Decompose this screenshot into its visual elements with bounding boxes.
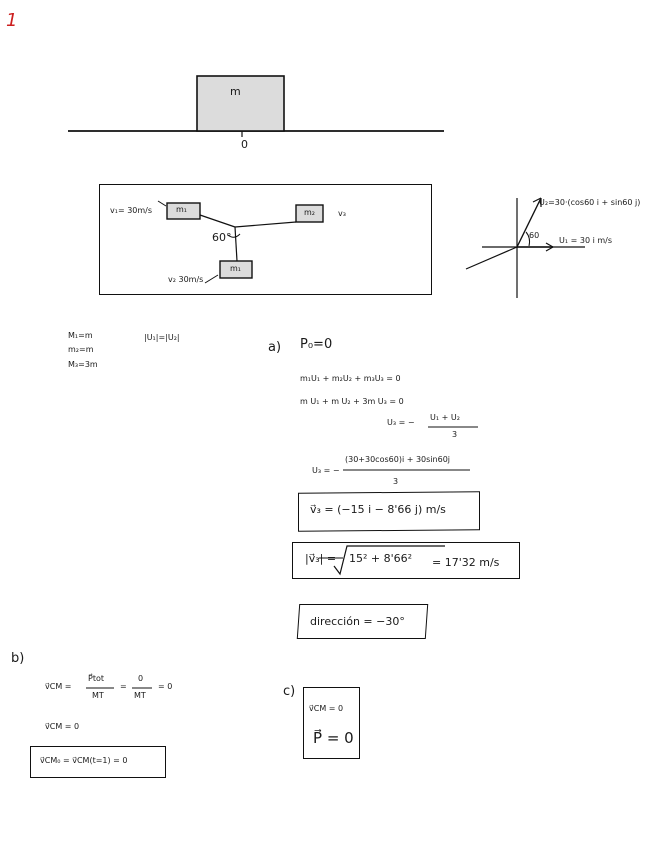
sqrt-sign — [333, 545, 445, 576]
v2-vector — [516, 197, 542, 248]
v2-arrow — [204, 274, 219, 284]
page-number: 1 — [6, 10, 18, 31]
part-a-eq3-lhs: U₃ = − — [387, 418, 415, 427]
part-b-eq1-eq: = — [120, 682, 127, 691]
part-a-eq4-num: (30+30cos60)i + 30sin60j — [345, 455, 450, 464]
mass-2-box — [295, 204, 324, 223]
part-a-label: a) — [268, 340, 282, 355]
angle-arc — [227, 233, 241, 238]
part-a-p0: P₀=0 — [300, 337, 333, 352]
axes-v2-label: U₂=30·(cos60 i + sin60 j) — [539, 198, 641, 207]
part-b-eq1-rhs: = 0 — [158, 682, 173, 691]
part-b-frac1-num: P⃗tot — [88, 674, 104, 683]
part-a-eq4-lhs: U₃ = − — [312, 466, 340, 475]
part-a-eq1: m₁U₁ + m₂U₂ + m₃U₃ = 0 — [300, 374, 401, 383]
given-m3: M₃=3m — [68, 360, 98, 369]
collision-frame — [99, 184, 432, 295]
collision-angle-label: 60° — [212, 231, 232, 244]
v1-arrowhead — [545, 242, 554, 252]
part-b-frac1-den: MT — [92, 691, 104, 700]
result-modulus-box — [292, 542, 520, 579]
given-m1: M₁=m — [68, 331, 93, 340]
result-modulus-radicand: 15² + 8'66² — [349, 552, 413, 565]
result-modulus-lhs: |v⃗₃| = — [305, 552, 337, 565]
result-v3: v⃗₃ = (−15 i − 8'66 j) m/s — [310, 503, 446, 516]
block-label: m — [230, 85, 241, 98]
line-m1 — [199, 214, 236, 228]
v2-label: v₂ 30m/s — [168, 275, 204, 284]
axes-v1-label: U₁ = 30 i m/s — [559, 236, 612, 245]
part-a-eq4-den: 3 — [393, 477, 399, 486]
result-direction: dirección = −30° — [310, 615, 405, 628]
given-m2: m₂=m — [68, 345, 94, 354]
v3-direction-line — [465, 246, 518, 270]
part-b-frac2-num: 0 — [138, 674, 144, 683]
result-modulus-rhs: = 17'32 m/s — [432, 556, 500, 569]
axes-angle-arc — [525, 231, 531, 247]
part-b-frac2-den: MT — [134, 691, 146, 700]
line-m3 — [234, 226, 238, 262]
line-m2 — [234, 221, 297, 228]
v1-label: v₁= 30m/s — [110, 206, 153, 215]
block — [196, 75, 285, 132]
m1-label: m₁ — [176, 205, 187, 214]
origin-label: 0 — [241, 138, 248, 151]
v3-label: v₃ — [338, 209, 346, 218]
m2-label: m₂ — [304, 208, 315, 217]
part-c-line1: v⃗CM = 0 — [309, 704, 344, 713]
part-c-result-box — [303, 687, 360, 759]
mass-1-box — [166, 202, 201, 220]
part-a-eq3-num: U₁ + U₂ — [430, 413, 460, 422]
part-b-label: b) — [11, 651, 25, 666]
m3-label: m₁ — [230, 264, 241, 273]
part-a-eq2: m U₁ + m U₂ + 3m U₃ = 0 — [300, 397, 404, 406]
part-c-line2: P⃗ = 0 — [313, 729, 354, 747]
axes-angle-label: 60 — [529, 231, 540, 240]
part-a-eq3-den: 3 — [452, 430, 458, 439]
part-b-result: v⃗CM₀ = v⃗CM(t=1) = 0 — [40, 756, 128, 765]
v2-arrowhead — [532, 197, 542, 207]
mass-3-box — [219, 260, 253, 279]
v1-arrow — [157, 200, 167, 207]
part-b-eq1-lhs: v⃗CM = — [45, 682, 72, 691]
given-norms: |U₁|=|U₂| — [144, 333, 180, 342]
part-b-eq2: v⃗CM = 0 — [45, 722, 80, 731]
part-c-label: c) — [283, 684, 296, 699]
part-b-result-box — [30, 746, 166, 778]
